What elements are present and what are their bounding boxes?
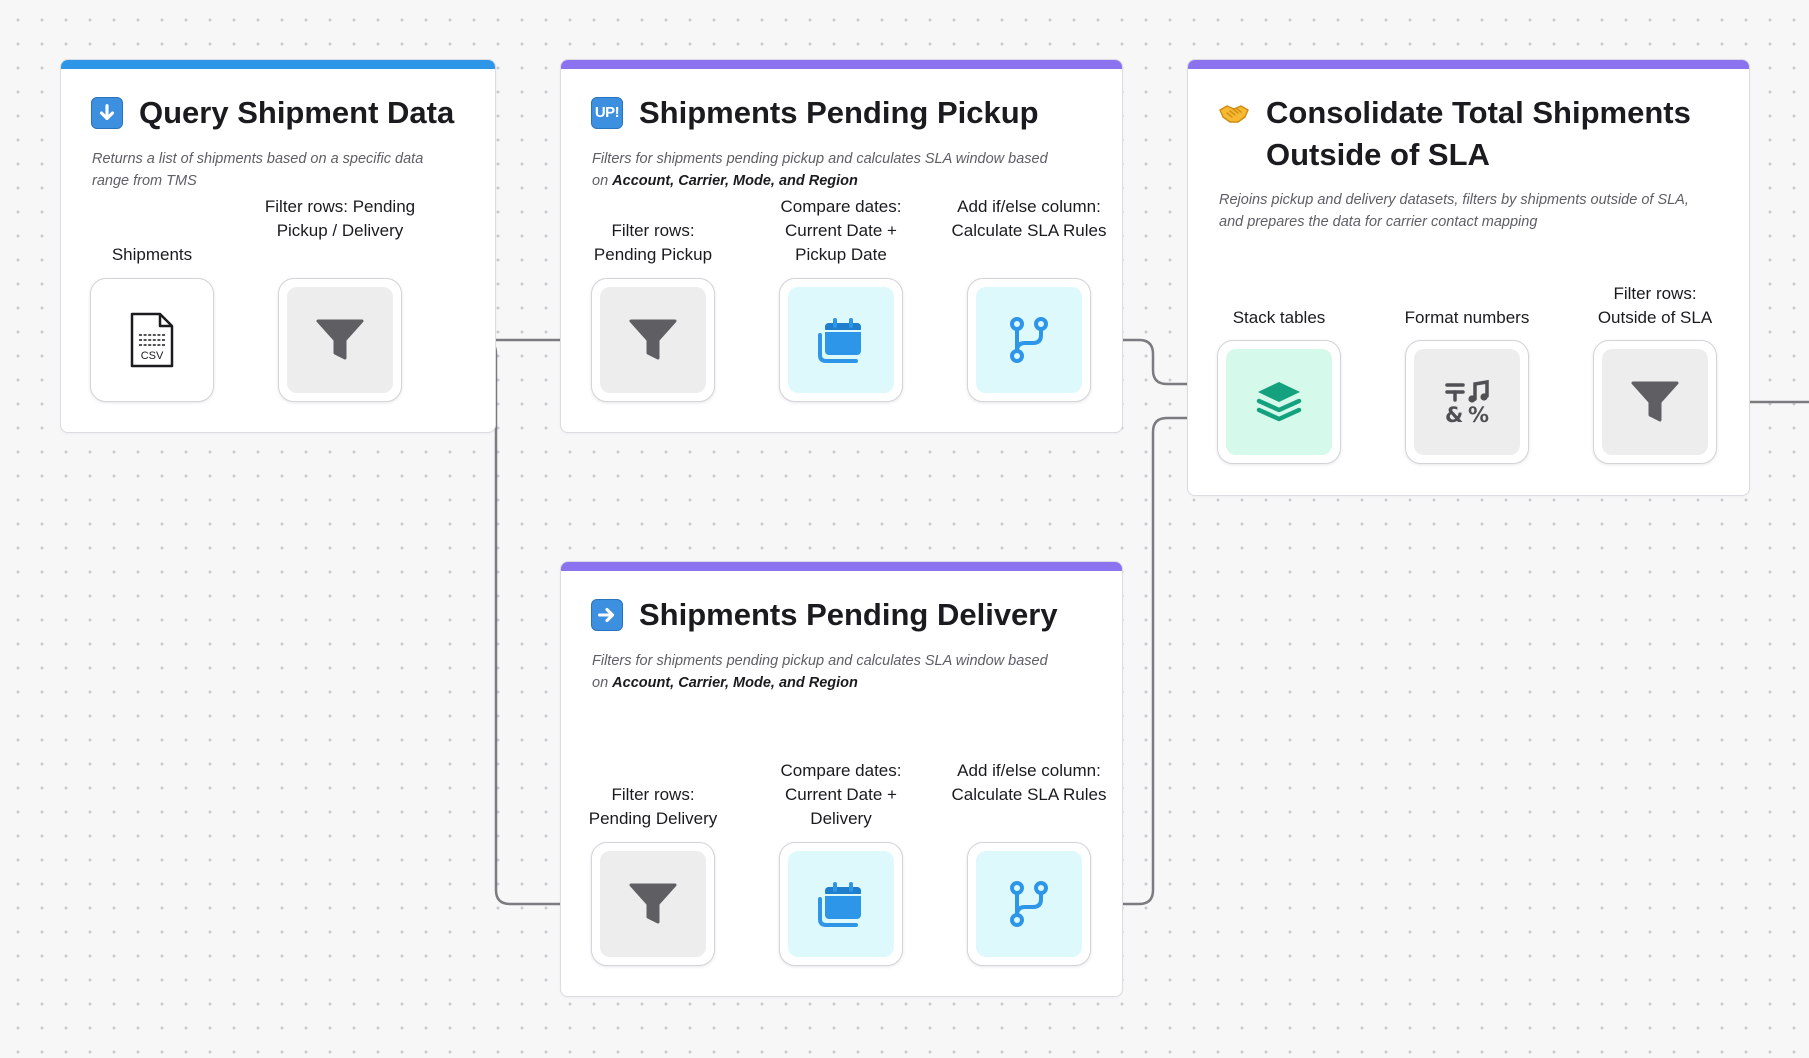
node-label-shipments: Shipments	[111, 245, 193, 264]
svg-text:&: &	[1445, 403, 1463, 427]
group-description: Filters for shipments pending pickup and…	[592, 151, 1048, 189]
edge-delivery-to-stack	[1090, 413, 1210, 906]
node-filter-pending[interactable]	[278, 278, 402, 402]
down-arrow-icon	[91, 97, 123, 129]
funnel-icon	[629, 883, 677, 924]
node-ifelse-delivery[interactable]	[967, 842, 1091, 966]
svg-text:%: %	[1468, 403, 1489, 427]
edge-pickup-to-stack	[1090, 338, 1210, 389]
branch-icon	[1010, 881, 1048, 927]
node-stack-tables[interactable]	[1217, 340, 1341, 464]
group-accent-bar	[61, 60, 495, 69]
node-label-ifelse-delivery: Add if/else column: Calculate SLA Rules	[951, 761, 1107, 804]
up-badge-icon: UP!	[591, 97, 623, 129]
group-title: Query Shipment Data	[139, 95, 455, 130]
node-filter-delivery[interactable]	[591, 842, 715, 966]
node-filter-outside-sla[interactable]	[1593, 340, 1717, 464]
funnel-icon	[316, 319, 364, 360]
node-label-ifelse-pickup: Add if/else column: Calculate SLA Rules	[951, 197, 1107, 240]
node-format-numbers[interactable]: & %	[1405, 340, 1529, 464]
layers-icon	[1256, 382, 1302, 422]
node-compare-delivery[interactable]	[779, 842, 903, 966]
group-accent-bar	[561, 562, 1122, 571]
node-label-filter-sla: Filter rows: Outside of SLA	[1597, 284, 1713, 327]
funnel-icon	[1631, 381, 1679, 422]
funnel-icon	[629, 319, 677, 360]
group-title: Consolidate Total Shipments Outside of S…	[1266, 95, 1691, 172]
node-label-filter-delivery: Filter rows: Pending Delivery	[588, 785, 718, 828]
group-description: Rejoins pickup and delivery datasets, fi…	[1219, 192, 1689, 230]
group-description: Returns a list of shipments based on a s…	[92, 151, 424, 189]
csv-text: CSV	[141, 350, 164, 362]
format-symbols-icon: & %	[1445, 379, 1489, 427]
calendar-icon	[818, 882, 861, 927]
node-ifelse-pickup[interactable]	[967, 278, 1091, 402]
group-title: Shipments Pending Pickup	[639, 95, 1039, 130]
calendar-icon	[818, 318, 861, 363]
node-shipments[interactable]: CSV	[90, 278, 214, 402]
node-label-filter-pending: Filter rows: Pending Pickup / Delivery	[264, 197, 416, 240]
branch-icon	[1010, 317, 1048, 363]
node-label-filter-pickup: Filter rows: Pending Pickup	[593, 221, 713, 264]
csv-file-icon: CSV	[130, 312, 174, 368]
group-accent-bar	[561, 60, 1122, 69]
group-title: Shipments Pending Delivery	[639, 597, 1058, 632]
node-label-format: Format numbers	[1404, 308, 1530, 327]
node-label-compare-pickup: Compare dates: Current Date + Pickup Dat…	[780, 197, 902, 264]
node-label-compare-delivery: Compare dates: Current Date + Delivery	[780, 761, 902, 828]
right-arrow-icon	[591, 599, 623, 631]
group-accent-bar	[1188, 60, 1749, 69]
handshake-icon	[1218, 97, 1250, 129]
node-compare-pickup[interactable]	[779, 278, 903, 402]
node-filter-pickup[interactable]	[591, 278, 715, 402]
node-label-stack: Stack tables	[1232, 308, 1326, 327]
group-description: Filters for shipments pending pickup and…	[592, 653, 1048, 691]
